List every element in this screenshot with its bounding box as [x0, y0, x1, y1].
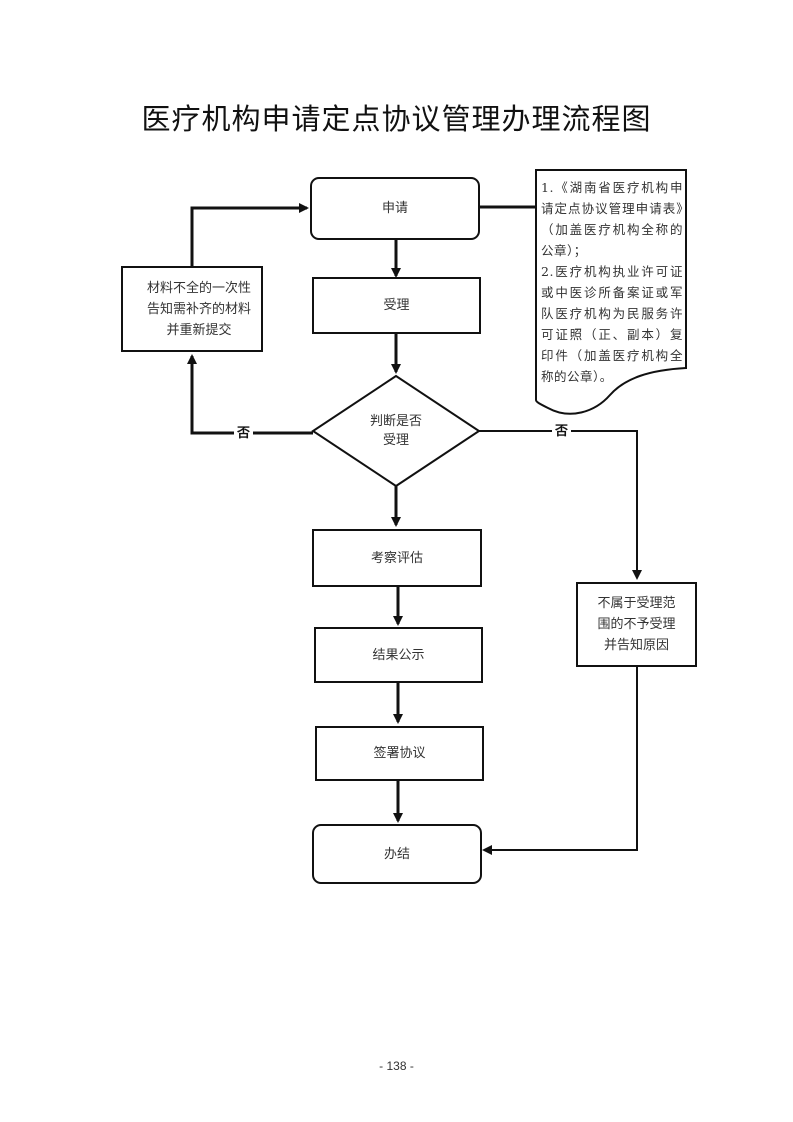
node-accept-label: 受理 — [383, 298, 410, 313]
document-note: 1.《湖南省医疗机构申请定点协议管理申请表》（加盖医疗机构全称的公章）； 2.医… — [541, 177, 683, 387]
node-sign[interactable]: 签署协议 — [315, 726, 484, 781]
arrow-incomplete-to-apply — [190, 203, 309, 266]
node-finish-label: 办结 — [383, 846, 410, 862]
arrow-decision-no-to-incomplete — [187, 354, 313, 435]
node-decision[interactable]: 判断是否 受理 — [340, 408, 452, 454]
page-number: - 138 - — [379, 1059, 414, 1073]
node-reject[interactable]: 不属于受理范 围的不予受理 并告知原因 — [576, 582, 697, 667]
node-incomplete-materials[interactable]: 材料不全的一次性 告知需补齐的材料 并重新提交 — [121, 266, 263, 352]
node-apply[interactable]: 申请 — [310, 177, 480, 240]
node-accept[interactable]: 受理 — [312, 277, 481, 334]
edge-label-no-left: 否 — [234, 422, 254, 441]
node-apply-label: 申请 — [381, 201, 408, 216]
edge-label-no-right: 否 — [552, 420, 572, 439]
arrow-decision-no-to-reject — [479, 430, 642, 580]
document-note-item-2: 2.医疗机构执业许可证或中医诊所备案证或军队医疗机构为民服务许可证照（正、副本）… — [541, 264, 683, 384]
node-sign-label: 签署协议 — [373, 746, 426, 761]
node-incomplete-label-line2: 告知需补齐的材料 — [146, 301, 251, 317]
node-decision-label-line1: 判断是否 — [369, 414, 422, 429]
document-note-item-1: 1.《湖南省医疗机构申请定点协议管理申请表》（加盖医疗机构全称的公章）； — [541, 180, 683, 258]
node-finish[interactable]: 办结 — [312, 824, 482, 884]
node-decision-label-line2: 受理 — [382, 433, 409, 448]
node-reject-label-line2: 围的不予受理 — [597, 617, 676, 632]
node-incomplete-label-line1: 材料不全的一次性 — [146, 280, 251, 296]
page-title: 医疗机构申请定点协议管理办理流程图 — [141, 102, 652, 136]
node-evaluate-label: 考察评估 — [370, 550, 423, 566]
node-reject-label-line3: 并告知原因 — [603, 638, 669, 653]
node-reject-label-line1: 不属于受理范 — [597, 596, 676, 611]
node-incomplete-label-line3: 并重新提交 — [166, 322, 232, 338]
node-publicize[interactable]: 结果公示 — [314, 627, 483, 683]
node-publicize-label: 结果公示 — [372, 647, 425, 663]
document-note-shape — [535, 169, 687, 415]
arrow-reject-to-finish — [482, 667, 638, 855]
node-evaluate[interactable]: 考察评估 — [312, 529, 482, 587]
